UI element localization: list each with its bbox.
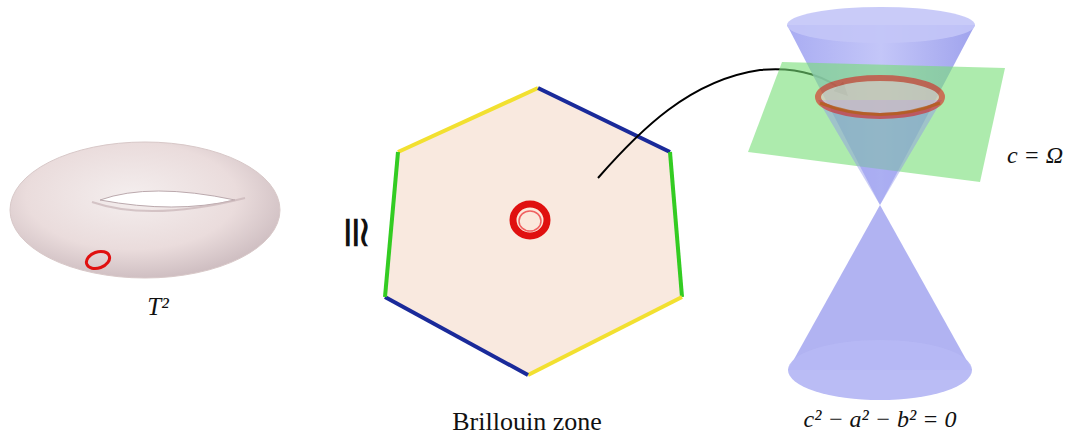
space-label: T² <box>147 293 168 321</box>
light-cone <box>748 7 1005 400</box>
cone-equation: c² − a² − b² = 0 <box>804 406 957 432</box>
isomorphism-symbol: ≅ <box>331 214 379 251</box>
torus <box>10 142 280 278</box>
plane-label: c = Ω <box>1007 142 1063 168</box>
zone-label: Brillouin zone <box>452 408 601 437</box>
brillouin-hexagon <box>385 88 682 375</box>
